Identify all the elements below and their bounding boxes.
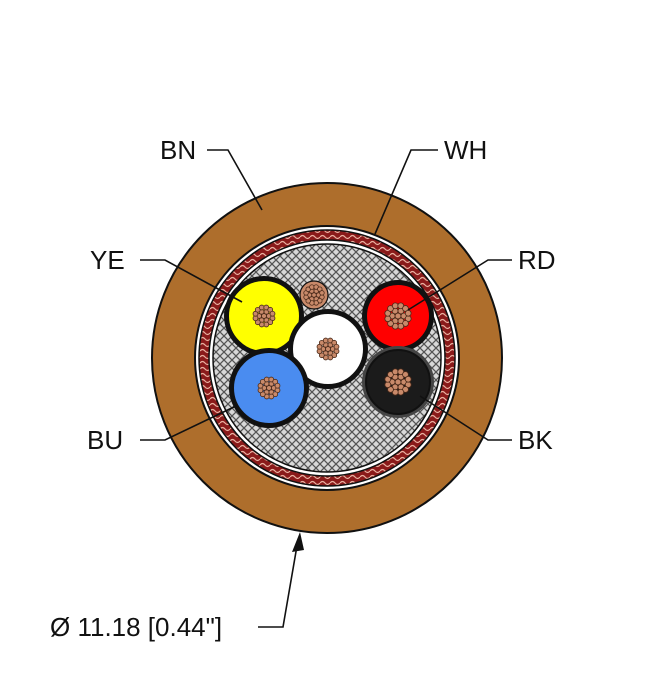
dimension-leader: [258, 539, 299, 628]
leader-bn: [207, 149, 263, 211]
copper-strand: [384, 315, 392, 323]
drain-wire: [299, 280, 329, 310]
copper-strand: [391, 368, 399, 376]
copper-strand: [404, 309, 412, 317]
copper-strand: [391, 302, 399, 310]
leader-wh: [374, 149, 438, 235]
copper-strand: [397, 388, 405, 396]
copper-strand: [319, 290, 325, 296]
label-bk: BK: [518, 425, 553, 455]
label-wh: WH: [444, 135, 487, 165]
copper-strand: [269, 310, 276, 317]
label-bn: BN: [160, 135, 196, 165]
copper-strand: [384, 381, 392, 389]
conductor-bu: [229, 348, 309, 428]
copper-strand: [274, 382, 281, 389]
copper-strand: [404, 375, 412, 383]
label-bu: BU: [87, 425, 123, 455]
leader-bk: [419, 395, 512, 441]
conductor-wh: [288, 309, 368, 389]
leader-ye: [140, 259, 243, 303]
copper-strand: [397, 322, 405, 330]
conductor-bk: [362, 346, 434, 418]
label-rd: RD: [518, 245, 556, 275]
dimension-label: Ø 11.18 [0.44"]: [50, 612, 222, 642]
leader-bu: [140, 405, 237, 441]
dimension-arrow-icon: [292, 532, 304, 552]
label-ye: YE: [90, 245, 125, 275]
conductor-rd: [362, 280, 434, 352]
copper-strand: [333, 343, 340, 350]
conductor-ye: [224, 276, 304, 356]
leader-rd: [407, 259, 512, 311]
